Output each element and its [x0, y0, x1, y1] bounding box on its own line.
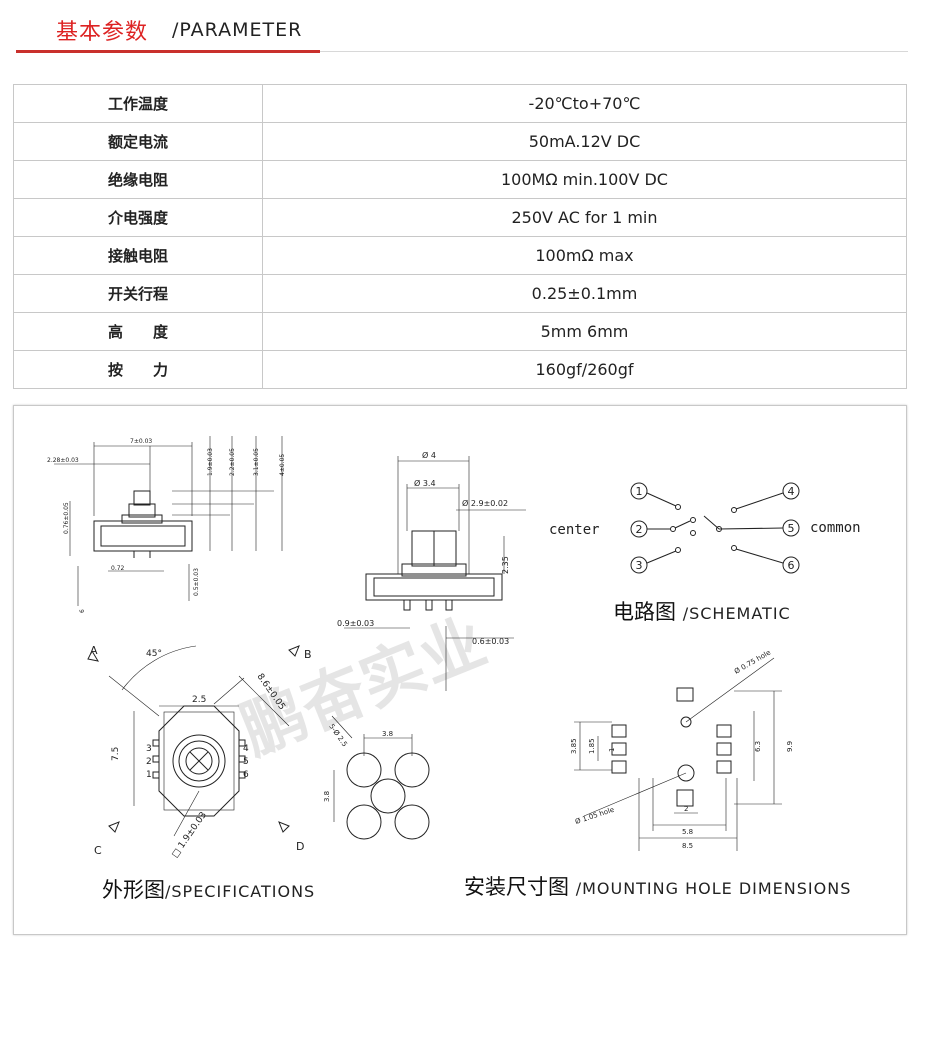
front-view-drawing: Ø 4 Ø 3.4 Ø 2.9±0.02 2.35 0.9±0.03 0.6±0…: [337, 450, 526, 691]
param-value: 100MΩ min.100V DC: [262, 160, 907, 199]
section-title-en: /PARAMETER: [172, 19, 303, 41]
dim-label: 0.76±0.05: [63, 502, 70, 534]
dim-label: 6.3: [754, 741, 762, 752]
dim-label: Ø 1.05 hole: [574, 806, 615, 826]
side-view-drawing: 7±0.03 2.28±0.03 1.9±0.03 2.2±0.05 3.1±0…: [47, 436, 286, 613]
param-label: 开关行程: [13, 274, 263, 313]
param-value: 50mA.12V DC: [262, 122, 907, 161]
dim-label: 0.5±0.03: [193, 568, 200, 596]
param-value: 5mm 6mm: [262, 312, 907, 351]
dim-label: 0.72: [111, 565, 125, 572]
schematic-caption-en: /SCHEMATIC: [682, 604, 791, 623]
common-label: common: [810, 520, 861, 536]
param-label: 额定电流: [13, 122, 263, 161]
section-title-cn: 基本参数: [56, 20, 149, 45]
pin-number: 5: [243, 757, 249, 767]
dim-label: 4±0.05: [279, 454, 286, 476]
dim-label: 7±0.03: [130, 438, 152, 445]
mount-caption: 安装尺寸图 /MOUNTING HOLE DIMENSIONS: [464, 871, 851, 901]
section-header: 基本参数 /PARAMETER: [0, 0, 931, 60]
dim-label: 7.5: [111, 747, 121, 761]
pin-number: 4: [243, 744, 249, 754]
pin-label: 3: [636, 559, 643, 572]
dim-label: 1.9±0.03: [207, 448, 214, 476]
dim-label: 2.28±0.03: [47, 457, 79, 464]
param-label: 高 度: [13, 312, 263, 351]
specs-caption-cn: 外形图: [102, 878, 165, 902]
center-label: center: [549, 522, 600, 538]
pin-number: 6: [243, 770, 249, 780]
param-value: 0.25±0.1mm: [262, 274, 907, 313]
table-row: 工作温度-20℃to+70℃: [13, 84, 907, 123]
technical-drawings: 鹏奋实业 7±0.03: [47, 436, 861, 860]
schematic-caption-cn: 电路图: [613, 600, 676, 624]
mount-caption-cn: 安装尺寸图: [464, 875, 569, 899]
dim-label: 1: [608, 748, 616, 752]
dim-label: 2.5: [192, 695, 206, 705]
pin-number: 1: [146, 770, 152, 780]
param-label: 按 力: [13, 350, 263, 389]
pin-number: 2: [146, 757, 152, 767]
header-divider: [16, 51, 908, 52]
dim-label: 3.8: [382, 730, 393, 738]
view-marker-a: A: [90, 644, 98, 657]
dim-label: 5.8: [682, 828, 693, 836]
dim-label: 2.2±0.05: [229, 448, 236, 476]
dim-label: 8.5: [682, 842, 693, 850]
dim-label: 2: [684, 805, 688, 813]
param-value: 100mΩ max: [262, 236, 907, 275]
param-value: 250V AC for 1 min: [262, 198, 907, 237]
schematic-caption: 电路图 /SCHEMATIC: [613, 596, 791, 626]
specs-caption-en: /SPECIFICATIONS: [165, 882, 316, 901]
dim-label: Ø 4: [422, 450, 436, 460]
schematic-diagram: 1 2 3 4 5 6 center: [549, 482, 861, 574]
dim-label: Ø 2.9±0.02: [462, 498, 508, 508]
dim-label: 3.85: [570, 738, 578, 754]
view-marker-c: C: [94, 844, 102, 857]
dim-label: Ø 3.4: [414, 478, 436, 488]
mount-caption-en: /MOUNTING HOLE DIMENSIONS: [575, 879, 852, 898]
dim-label: 0.9±0.03: [337, 619, 374, 628]
pin-label: 1: [636, 485, 643, 498]
mounting-hole-drawing: Ø 0.75 hole Ø 1.05 hole 3.85 1.85 1 6.3 …: [570, 649, 794, 851]
param-value: -20℃to+70℃: [262, 84, 907, 123]
param-label: 绝缘电阻: [13, 160, 263, 199]
param-label: 介电强度: [13, 198, 263, 237]
dim-label: 0.6±0.03: [472, 637, 509, 646]
dim-label: 6: [79, 609, 86, 613]
dim-label: 3.1±0.05: [253, 448, 260, 476]
param-value: 160gf/260gf: [262, 350, 907, 389]
pin-label: 6: [788, 559, 795, 572]
dim-label: □ 1.9±0.03: [170, 810, 209, 859]
pin-label: 2: [636, 523, 643, 536]
dim-label: 2.35: [501, 556, 510, 574]
dim-label: 1.85: [588, 738, 596, 754]
pin-number: 3: [146, 744, 152, 754]
dim-label: 9.9: [786, 741, 794, 752]
param-label: 接触电阻: [13, 236, 263, 275]
param-label: 工作温度: [13, 84, 263, 123]
view-marker-d: D: [296, 840, 304, 853]
keypad-footprint-drawing: 5-Ø 2.5 3.8 3.8: [323, 715, 430, 840]
dim-label: Ø 0.75 hole: [733, 649, 772, 676]
pin-label: 5: [788, 522, 795, 535]
view-marker-b: B: [304, 648, 312, 661]
angle-label: 45°: [146, 649, 162, 659]
dim-label: 3.8: [323, 791, 331, 802]
pin-label: 4: [788, 485, 795, 498]
drawing-panel: 鹏奋实业 7±0.03: [13, 405, 907, 935]
header-accent-bar: [16, 50, 320, 53]
specs-caption: 外形图/SPECIFICATIONS: [102, 874, 315, 904]
